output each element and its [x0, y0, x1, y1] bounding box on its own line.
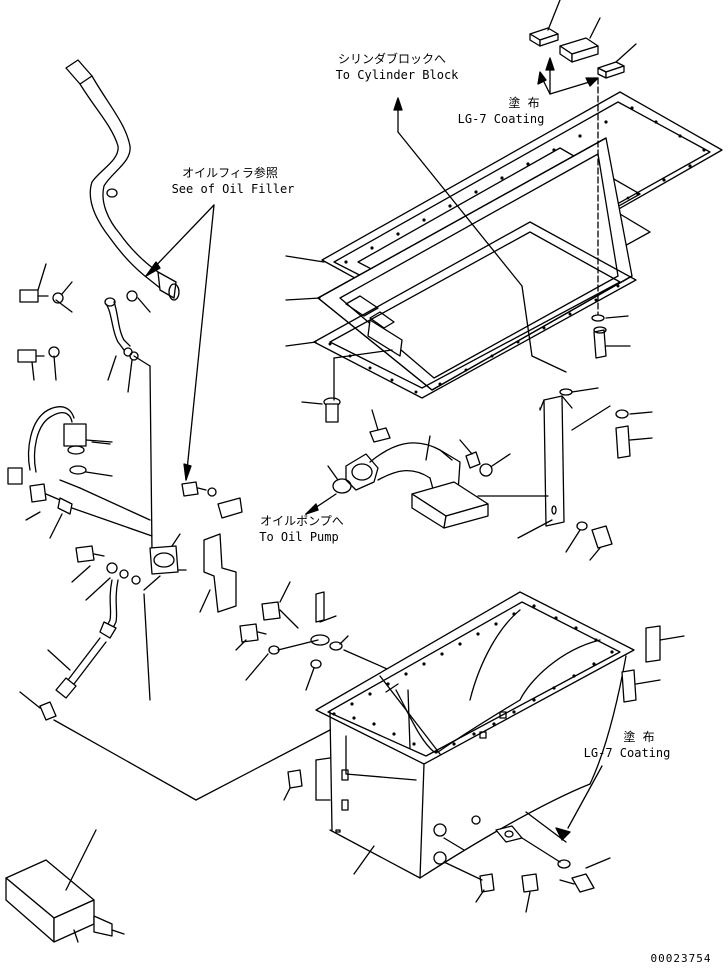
drain-valve-box	[5, 829, 125, 943]
oil-pan	[315, 591, 635, 879]
coating-bottom-label-jp: 塗 布	[623, 730, 655, 744]
oil-level-sensor	[7, 406, 151, 521]
oil-pump-label-en: To Oil Pump	[259, 530, 339, 544]
plate-leaders	[285, 97, 567, 401]
drawing-number: 00023754	[650, 952, 712, 965]
oil-filler-tube	[65, 59, 180, 301]
oil-pump-label-jp: オイルポンプへ	[260, 514, 344, 528]
bolt-bracket-left	[25, 483, 153, 539]
coating-top-label-jp: 塗 布	[508, 96, 540, 110]
bolts-mid-left	[71, 545, 151, 701]
drain-parts	[283, 765, 611, 913]
hose-assembly	[19, 579, 331, 801]
coating-top-label-en: LG-7 Coating	[457, 112, 545, 126]
stay-bracket	[477, 395, 611, 539]
bolts-right-upper	[559, 314, 631, 396]
mounting-bracket	[181, 481, 243, 613]
suction-pipe	[305, 409, 489, 529]
cylinder-block-label-jp: シリンダブロックへ	[337, 52, 446, 66]
lower-plate	[313, 221, 637, 399]
gasket	[317, 137, 633, 391]
oil-pan-bolt-holes	[332, 604, 614, 754]
oil-filler-label-jp: オイルフィラ参照	[182, 166, 278, 180]
small-tube	[104, 290, 153, 553]
oil-filler-leaders	[145, 204, 215, 481]
nuts-center	[459, 439, 511, 477]
label-leader-misc	[91, 441, 111, 445]
bolts-center-lower	[235, 581, 395, 691]
tee-fitting	[143, 533, 187, 591]
oil-filler-label-en: See of Oil Filler	[171, 182, 295, 196]
bolts-right-middle	[565, 409, 653, 561]
bolts-left-cluster	[17, 263, 73, 381]
cylinder-block-label-en: To Cylinder Block	[335, 68, 459, 82]
bolts-right-lower	[621, 625, 685, 703]
plate-bolt-left	[301, 397, 341, 423]
coating-blocks	[529, 0, 637, 315]
coating-bottom-label-en: LG-7 Coating	[583, 746, 671, 760]
